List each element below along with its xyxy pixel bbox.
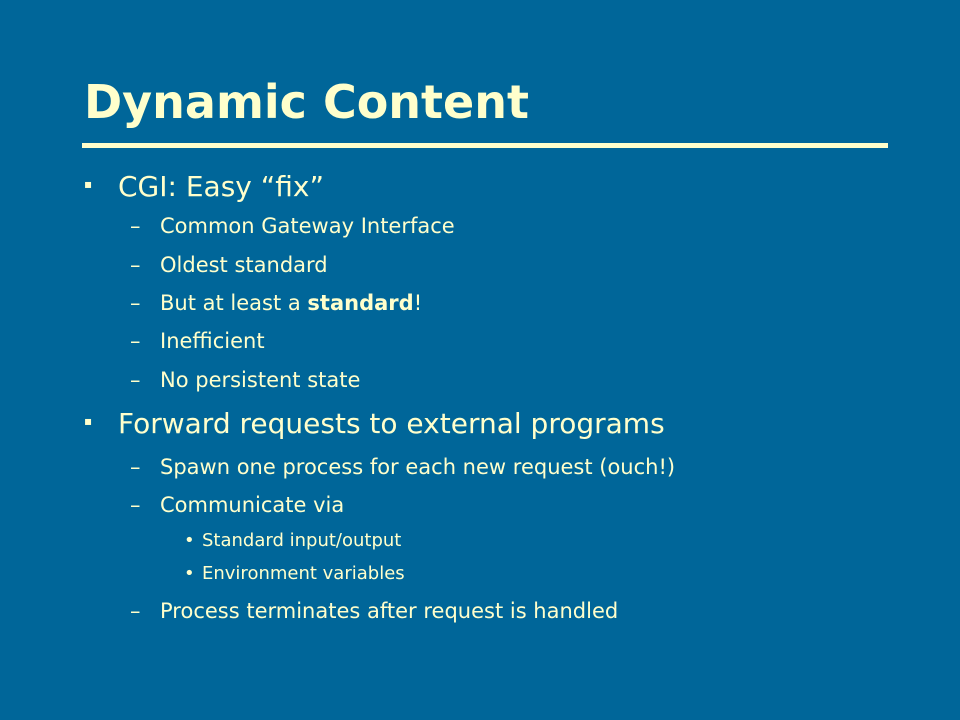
bullet-cgi: ▪ CGI: Easy “fix” (84, 170, 324, 205)
sub-bullet-text: Communicate via (160, 493, 345, 517)
sub-bullet-text-post: ! (413, 291, 423, 315)
sub-sub-bullet: • Environment variables (184, 562, 405, 586)
bullet-forward-requests: ▪ Forward requests to external programs (84, 407, 665, 442)
dash-icon: – (130, 368, 141, 392)
dot-bullet-icon: • (184, 563, 195, 584)
sub-sub-bullet-text: Environment variables (202, 563, 405, 584)
bullet-text: Forward requests to external programs (118, 407, 665, 440)
dash-icon: – (130, 291, 141, 315)
sub-bullet-text: Common Gateway Interface (160, 214, 455, 238)
sub-bullet-text-pre: But at least a (160, 291, 308, 315)
sub-bullet: –No persistent state (130, 366, 360, 394)
sub-bullet-text: Inefficient (160, 329, 265, 353)
sub-bullet: –Inefficient (130, 327, 265, 355)
sub-bullet: –But at least a standard! (130, 289, 422, 317)
sub-bullet-text: Process terminates after request is hand… (160, 599, 619, 623)
sub-bullet-text-bold: standard (307, 291, 414, 315)
sub-bullet-text: No persistent state (160, 368, 361, 392)
dash-icon: – (130, 329, 141, 353)
dash-icon: – (130, 493, 141, 517)
sub-sub-bullet-text: Standard input/output (202, 530, 402, 551)
dash-icon: – (130, 455, 141, 479)
title-underline (82, 143, 888, 148)
dash-icon: – (130, 214, 141, 238)
sub-bullet-text: Oldest standard (160, 253, 328, 277)
sub-bullet: –Communicate via (130, 491, 344, 519)
sub-bullet: –Oldest standard (130, 251, 328, 279)
sub-bullet: –Process terminates after request is han… (130, 597, 618, 625)
sub-bullet: –Spawn one process for each new request … (130, 453, 675, 481)
square-bullet-icon: ▪ (84, 414, 93, 428)
slide-title: Dynamic Content (84, 75, 529, 129)
square-bullet-icon: ▪ (84, 177, 93, 191)
dash-icon: – (130, 599, 141, 623)
dot-bullet-icon: • (184, 530, 195, 551)
dash-icon: – (130, 253, 141, 277)
sub-bullet-text: Spawn one process for each new request (… (160, 455, 676, 479)
sub-bullet: –Common Gateway Interface (130, 212, 455, 240)
bullet-text: CGI: Easy “fix” (118, 170, 324, 203)
sub-sub-bullet: • Standard input/output (184, 529, 401, 553)
